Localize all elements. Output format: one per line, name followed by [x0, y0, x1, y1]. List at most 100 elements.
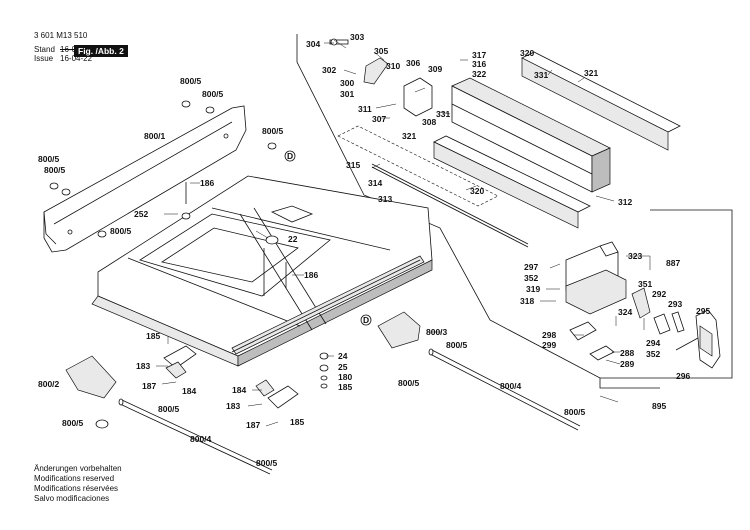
- fence-strip-321: [521, 51, 681, 151]
- callout-294: 294: [646, 338, 660, 348]
- callout-352-b: 352: [646, 349, 660, 359]
- note-fr: Modifications réservées: [34, 484, 119, 493]
- callout-800-5-k: 800/5: [256, 458, 278, 468]
- callout-316: 316: [472, 59, 486, 69]
- callout-293: 293: [668, 299, 682, 309]
- fence-rod-313: [371, 163, 529, 248]
- callout-321-mid: 321: [402, 131, 416, 141]
- note-de: Änderungen vorbehalten: [34, 464, 122, 473]
- table-top: [91, 175, 433, 367]
- bracket-800-2: [65, 355, 117, 399]
- callout-323: 323: [628, 251, 642, 261]
- callout-185-c: 185: [290, 417, 304, 427]
- callout-352-a: 352: [524, 273, 538, 283]
- callout-252: 252: [134, 209, 148, 219]
- callout-314: 314: [368, 178, 382, 188]
- lock-lever: [631, 287, 651, 319]
- washer-800-5: [205, 106, 215, 114]
- callout-300: 300: [340, 78, 354, 88]
- clamp-right: [255, 379, 299, 409]
- callout-322: 322: [472, 69, 486, 79]
- callout-318: 318: [520, 296, 534, 306]
- callout-303: 303: [350, 32, 364, 42]
- callout-320-mid: 320: [470, 186, 484, 196]
- callout-184-a: 184: [182, 386, 196, 396]
- doc-number: 3 601 M13 510: [34, 31, 88, 40]
- callout-800-5-a: 800/5: [180, 76, 202, 86]
- callout-800-4-b: 800/4: [190, 434, 212, 444]
- callout-296: 296: [676, 371, 690, 381]
- callout-317: 317: [472, 50, 486, 60]
- callout-800-5-j: 800/5: [62, 418, 84, 428]
- callout-800-3: 800/3: [426, 327, 448, 337]
- screw-800-5-left: [49, 182, 59, 190]
- callout-292: 292: [652, 289, 666, 299]
- issue-date: 16-04-22: [60, 54, 93, 63]
- washer-800-5-mid: [97, 230, 107, 238]
- part-25: [319, 364, 329, 372]
- clamp-block: [329, 38, 433, 117]
- washer-800-5-left: [61, 188, 71, 196]
- ref-d-bottom: D: [363, 315, 369, 325]
- guide-288: [589, 345, 615, 361]
- fence-handle: [675, 309, 721, 369]
- part-180: [320, 375, 328, 381]
- callout-308: 308: [422, 117, 436, 127]
- callout-310: 310: [386, 61, 400, 71]
- callout-800-5-h: 800/5: [398, 378, 420, 388]
- callout-187-a: 187: [142, 381, 156, 391]
- callout-351: 351: [638, 279, 652, 289]
- note-en: Modifications reserved: [34, 474, 115, 483]
- callout-184-b: 184: [232, 385, 246, 395]
- callout-288: 288: [620, 348, 634, 358]
- callout-887: 887: [666, 258, 680, 268]
- figure-tag: Fig. /Abb. 2: [74, 45, 128, 57]
- callout-800-4-a: 800/4: [500, 381, 522, 391]
- callout-183-b: 183: [226, 401, 240, 411]
- callout-309: 309: [428, 64, 442, 74]
- screw-800-5-top: [181, 100, 191, 108]
- rear-plate: [43, 105, 247, 253]
- callout-319: 319: [526, 284, 540, 294]
- callout-800-5-f: 800/5: [110, 226, 132, 236]
- knob-22: [265, 235, 279, 245]
- bracket-800-3: [377, 311, 421, 349]
- callout-301: 301: [340, 89, 354, 99]
- ref-d-marker-top: [284, 150, 296, 162]
- callout-185-a: 185: [146, 331, 160, 341]
- foot-screw: [95, 419, 109, 429]
- callout-186-left: 186: [200, 178, 214, 188]
- lever-part-292: [653, 313, 671, 335]
- rear-rod: [428, 348, 581, 431]
- callout-800-5-g: 800/5: [446, 340, 468, 350]
- callout-185-b: 185: [338, 382, 352, 392]
- callout-187-b: 187: [246, 420, 260, 430]
- callout-312: 312: [618, 197, 632, 207]
- callout-321-top: 321: [584, 68, 598, 78]
- pin-293: [671, 311, 685, 333]
- callout-186-right: 186: [304, 270, 318, 280]
- part-185: [320, 383, 328, 389]
- clamp-left: [163, 345, 197, 379]
- callout-22: 22: [288, 234, 298, 244]
- ref-d-top: D: [287, 151, 293, 161]
- issue-label: Issue: [34, 54, 54, 63]
- washer-right: [267, 142, 277, 150]
- callout-800-5-b: 800/5: [202, 89, 224, 99]
- fence-profile: [451, 77, 611, 193]
- callout-25: 25: [338, 362, 348, 372]
- callout-305: 305: [374, 46, 388, 56]
- fence-assembly-outline: [296, 34, 733, 379]
- callout-295: 295: [696, 306, 710, 316]
- callout-304: 304: [306, 39, 320, 49]
- callout-297: 297: [524, 262, 538, 272]
- guide-298: [569, 321, 597, 341]
- callout-800-5-c: 800/5: [262, 126, 284, 136]
- callout-313: 313: [378, 194, 392, 204]
- stand-label: Stand: [34, 45, 55, 54]
- change-notes: Änderungen vorbehalten Modifications res…: [34, 464, 122, 504]
- callout-331-mid: 331: [436, 109, 450, 119]
- leader-lines: [156, 39, 651, 427]
